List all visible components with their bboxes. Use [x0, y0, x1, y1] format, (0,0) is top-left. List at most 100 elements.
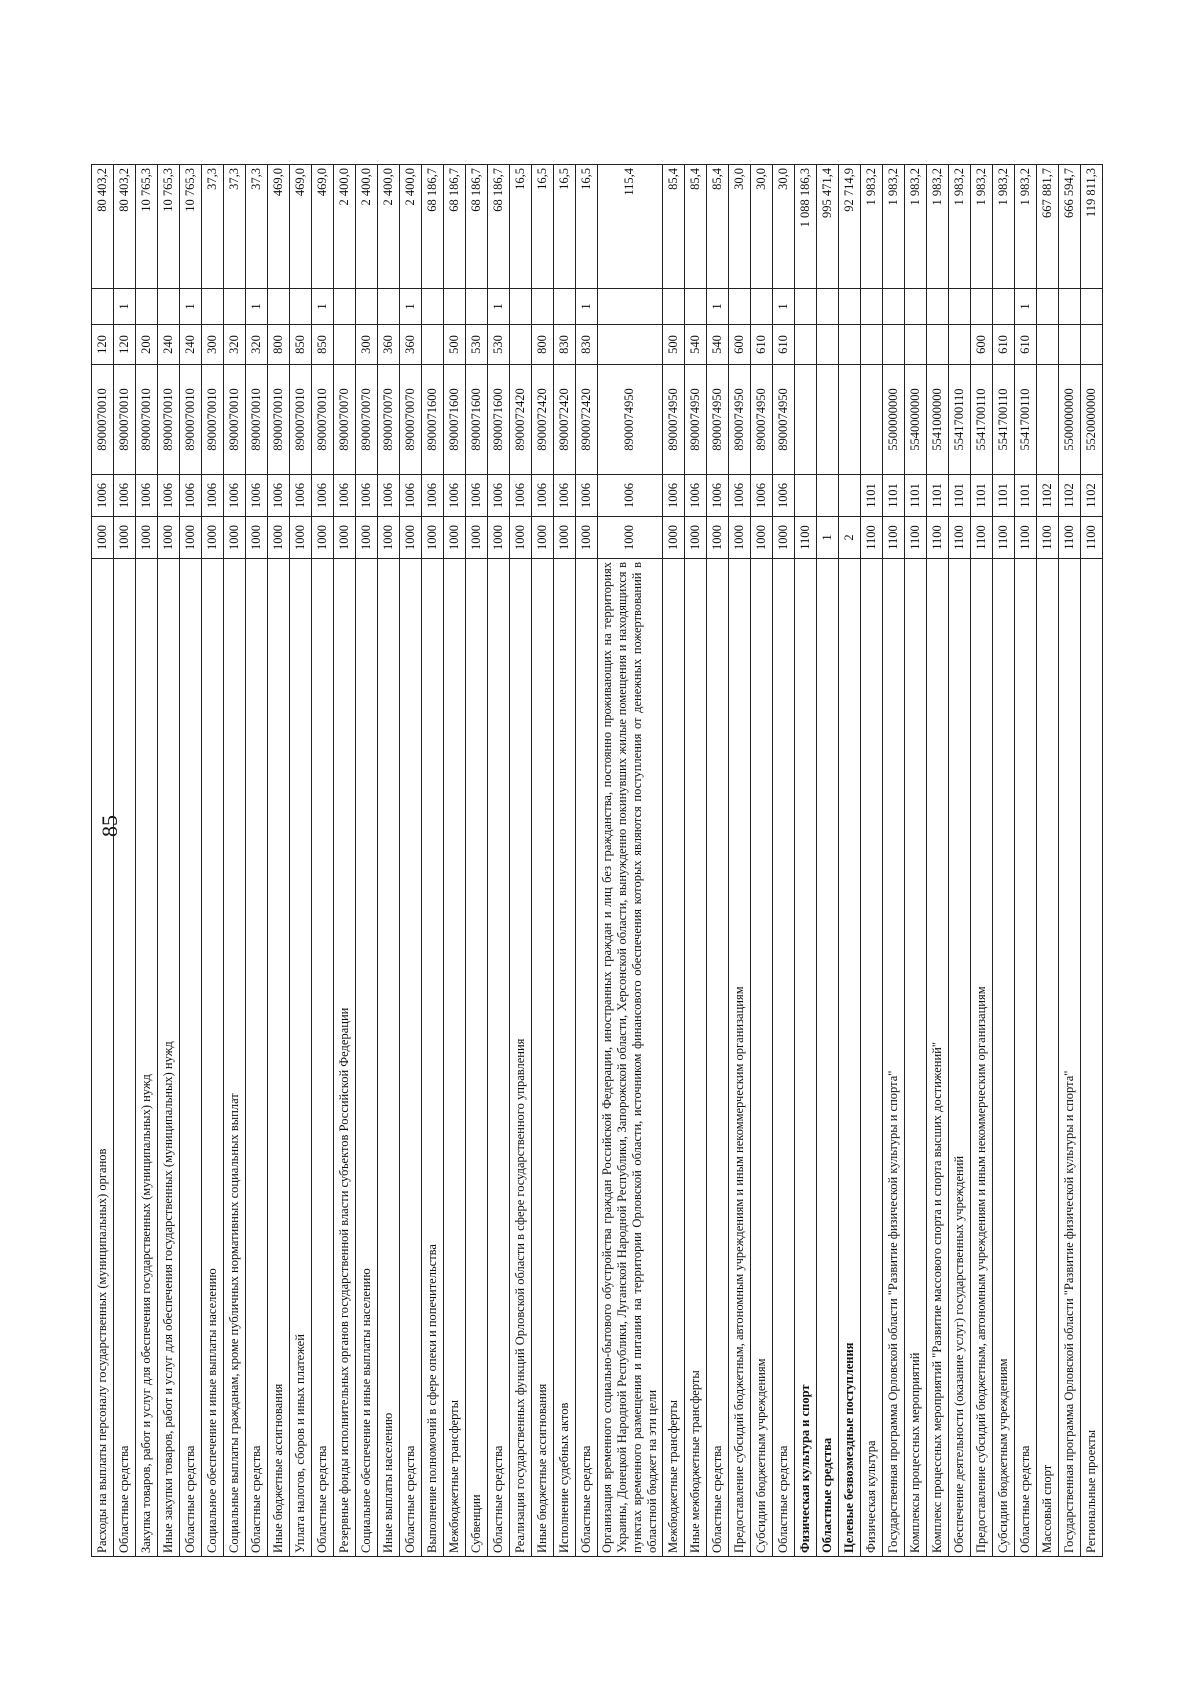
amount: 469,0	[289, 164, 312, 289]
expense-type-code: 530	[465, 324, 488, 365]
amount: 1 983,2	[992, 164, 1015, 289]
subsection-code: 1006	[267, 474, 290, 517]
target-article-code: 5541000000	[926, 364, 949, 475]
source-flag	[267, 288, 290, 325]
source-flag	[684, 288, 707, 325]
subsection-code	[838, 474, 861, 517]
section-code: 1000	[355, 516, 378, 559]
section-code: 1000	[728, 516, 751, 559]
amount: 1 983,2	[882, 164, 905, 289]
amount: 68 186,7	[443, 164, 466, 289]
expense-type-code: 300	[355, 324, 378, 365]
source-flag: 1	[772, 288, 795, 325]
expense-type-code: 830	[553, 324, 576, 365]
section-code: 1100	[882, 516, 905, 559]
target-article-code: 5500000000	[1058, 364, 1081, 475]
subsection-code: 1006	[223, 474, 246, 517]
amount: 2 400,0	[333, 164, 356, 289]
expense-type-code	[421, 324, 444, 365]
subsection-code: 1006	[421, 474, 444, 517]
subsection-code: 1006	[377, 474, 400, 517]
amount: 10 765,3	[179, 164, 202, 289]
target-article-code: 8900070010	[311, 364, 334, 475]
section-code: 1000	[443, 516, 466, 559]
target-article-code: 8900070070	[355, 364, 378, 475]
target-article-code	[816, 364, 839, 475]
target-article-code: 8900070010	[91, 364, 114, 475]
row-name: Иные межбюджетные трансферты	[684, 558, 707, 1557]
row-name: Иные закупки товаров, работ и услуг для …	[157, 558, 180, 1557]
amount: 16,5	[553, 164, 576, 289]
subsection-code: 1101	[860, 474, 883, 517]
source-flag: 1	[311, 288, 334, 325]
row-name: Физическая культура	[860, 558, 883, 1557]
section-code: 1100	[1036, 516, 1059, 559]
target-article-code: 8900070070	[399, 364, 422, 475]
section-code: 1000	[662, 516, 685, 559]
expense-type-code: 120	[91, 324, 114, 365]
target-article-code: 8900072420	[553, 364, 576, 475]
row-name: Субвенции	[465, 558, 488, 1557]
amount: 1 983,2	[948, 164, 971, 289]
source-flag	[289, 288, 312, 325]
source-flag	[992, 288, 1015, 325]
expense-type-code: 610	[992, 324, 1015, 365]
row-name: Иные бюджетные ассигнования	[267, 558, 290, 1557]
subsection-code: 1102	[1080, 474, 1103, 517]
source-flag	[970, 288, 993, 325]
target-article-code: 8900074950	[772, 364, 795, 475]
row-name: Уплата налогов, сборов и иных платежей	[289, 558, 312, 1557]
target-article-code: 8900070010	[267, 364, 290, 475]
subsection-code: 1006	[553, 474, 576, 517]
row-name: Иные бюджетные ассигнования	[531, 558, 554, 1557]
target-article-code: 8900074950	[597, 364, 663, 475]
target-article-code: 8900072420	[575, 364, 598, 475]
subsection-code: 1006	[465, 474, 488, 517]
table-row: Иные закупки товаров, работ и услуг для …	[157, 164, 180, 1557]
row-name: Исполнение судебных актов	[553, 558, 576, 1557]
target-article-code: 8900070070	[377, 364, 400, 475]
expense-type-code	[926, 324, 949, 365]
amount: 1 983,2	[904, 164, 927, 289]
source-flag	[201, 288, 224, 325]
source-flag	[223, 288, 246, 325]
amount: 68 186,7	[465, 164, 488, 289]
row-name: Государственная программа Орловской обла…	[1058, 558, 1081, 1557]
target-article-code: 5541700110	[970, 364, 993, 475]
source-flag	[948, 288, 971, 325]
target-article-code: 5540000000	[904, 364, 927, 475]
subsection-code: 1101	[1014, 474, 1037, 517]
amount: 2 400,0	[399, 164, 422, 289]
section-code: 1000	[223, 516, 246, 559]
source-flag	[1036, 288, 1059, 325]
section-code: 1000	[377, 516, 400, 559]
expense-type-code: 500	[443, 324, 466, 365]
expense-type-code: 540	[706, 324, 729, 365]
subsection-code: 1006	[487, 474, 510, 517]
row-name: Межбюджетные трансферты	[443, 558, 466, 1557]
target-article-code: 8900074950	[662, 364, 685, 475]
target-article-code	[1036, 364, 1059, 475]
target-article-code: 8900074950	[706, 364, 729, 475]
section-code: 1000	[684, 516, 707, 559]
table-row: Выполнение полномочий в сфере опеки и по…	[421, 164, 444, 1557]
expense-type-code	[904, 324, 927, 365]
amount: 115,4	[597, 164, 663, 289]
expense-type-code: 540	[684, 324, 707, 365]
amount: 30,0	[750, 164, 773, 289]
expense-type-code: 800	[531, 324, 554, 365]
table-row: Обеспечение деятельности (оказание услуг…	[948, 164, 971, 1557]
row-name: Иные выплаты населению	[377, 558, 400, 1557]
section-code: 1000	[311, 516, 334, 559]
expense-type-code: 500	[662, 324, 685, 365]
amount: 667 881,7	[1036, 164, 1059, 289]
row-name: Целевые безвозмездные поступления	[838, 558, 861, 1557]
subsection-code: 1006	[575, 474, 598, 517]
source-flag	[135, 288, 158, 325]
section-code: 1100	[926, 516, 949, 559]
expense-type-code: 610	[772, 324, 795, 365]
